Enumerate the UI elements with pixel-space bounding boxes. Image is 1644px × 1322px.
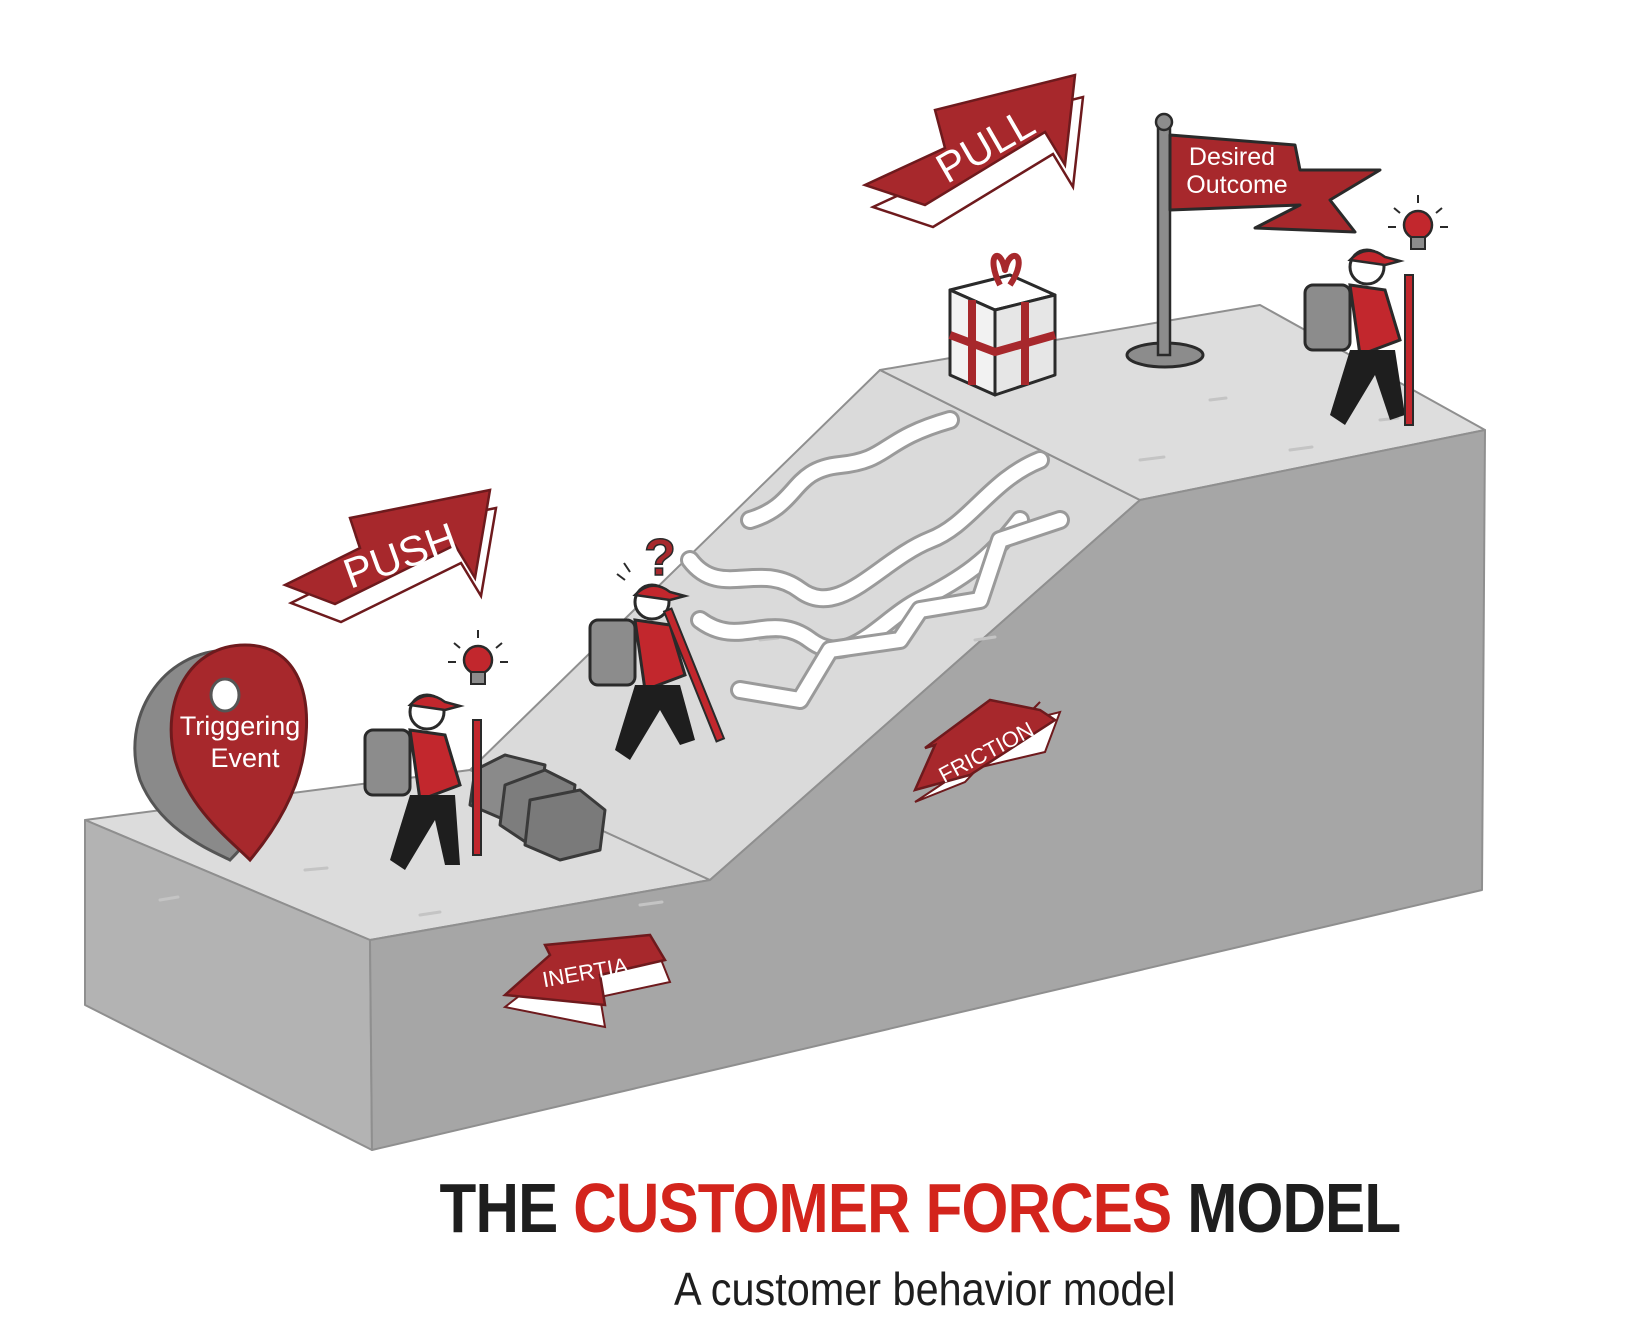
title-part-1: THE [439,1169,559,1247]
trigger-label-line2: Event [210,743,280,773]
hiker-2 [588,583,726,760]
question-mark-icon: ? [616,528,677,588]
gift-box-icon [948,252,1057,397]
question-mark-text: ? [644,529,676,587]
push-arrow: PUSH [281,488,498,624]
rocks [468,753,607,862]
page-subtitle: A customer behavior model [673,1263,1176,1315]
maze-paths [680,410,1070,710]
title-part-2: CUSTOMER FORCES [573,1169,1172,1247]
lightbulb-icon [1388,195,1448,250]
title-part-3: MODEL [1187,1169,1401,1247]
hiker-3 [1303,248,1414,426]
page-title: THE CUSTOMER FORCES MODEL [213,1168,1627,1248]
flag-label-line1: Desired [1189,143,1275,171]
trigger-label-line1: Triggering [180,711,301,741]
flag-label-line2: Outcome [1186,171,1287,199]
flag-icon: Desired Outcome [1125,112,1382,369]
hiker-1 [363,693,482,870]
lightbulb-icon [448,630,508,685]
inertia-arrow: INERTIA [502,933,672,1029]
pull-arrow: PULL [861,73,1085,229]
location-pin-icon: Triggering Event [133,643,308,863]
